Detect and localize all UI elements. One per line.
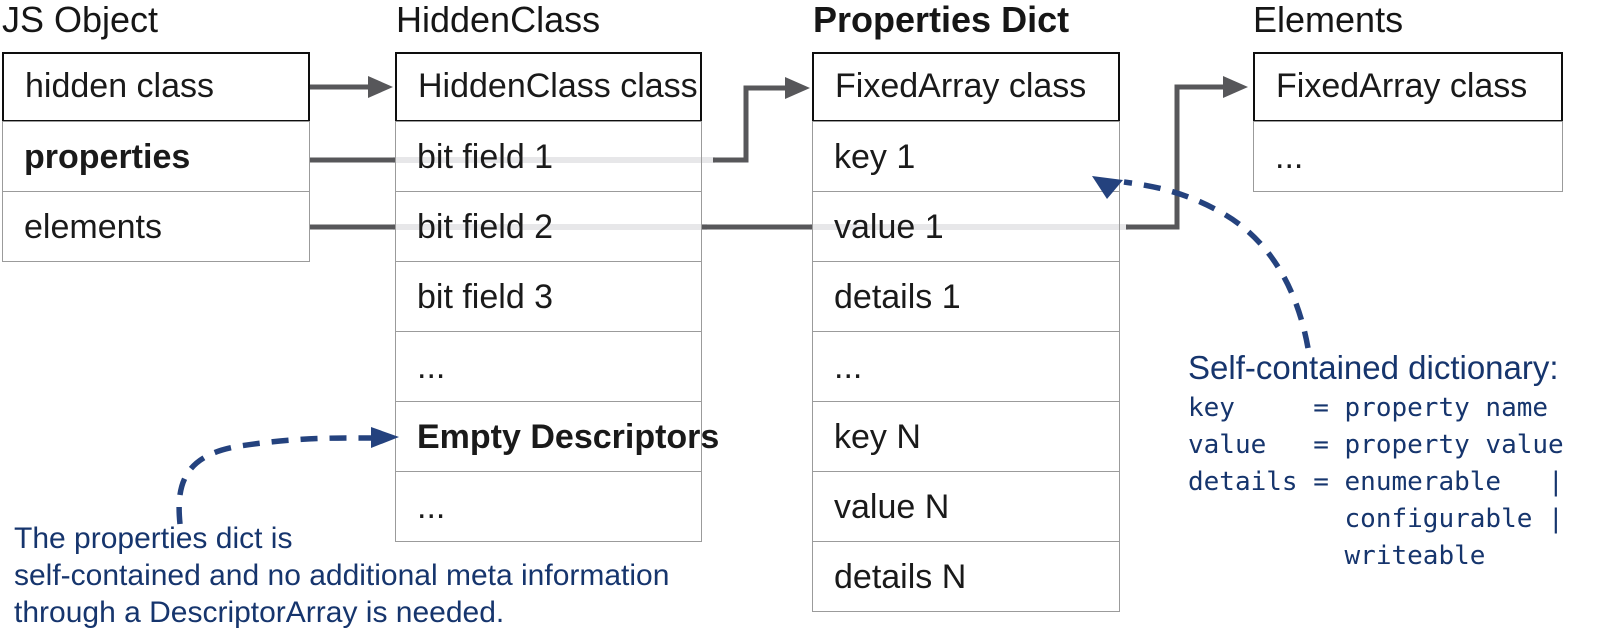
arrow-properties-line-2 — [713, 85, 788, 163]
row-value-n: value N — [812, 470, 1120, 542]
row-details-n: details N — [812, 540, 1120, 612]
arrow-elements-line-3 — [1126, 84, 1226, 230]
row-value-1: value 1 — [812, 190, 1120, 262]
row-bit-field-3: bit field 3 — [395, 260, 702, 332]
row-ellipsis: ... — [395, 330, 702, 402]
row-key-1: key 1 — [812, 120, 1120, 192]
elements-table: FixedArray class ... — [1253, 52, 1563, 192]
code-line-writeable: writeable — [1188, 541, 1486, 571]
code-line-configurable: configurable | — [1188, 504, 1564, 534]
left-note: The properties dict is self-contained an… — [14, 520, 669, 631]
row-fixedarray-class: FixedArray class — [812, 52, 1120, 122]
row-empty-descriptors: Empty Descriptors — [395, 400, 719, 472]
js-object-table: hidden class properties elements — [2, 52, 310, 262]
row-ellipsis: ... — [812, 330, 1120, 402]
pass-line-properties — [393, 157, 715, 163]
elements-title: Elements — [1253, 0, 1404, 40]
pass-line-elements-2 — [810, 224, 1128, 230]
row-key-n: key N — [812, 400, 1120, 472]
right-note-heading: Self-contained dictionary: — [1188, 349, 1559, 386]
row-details-1: details 1 — [812, 260, 1120, 332]
properties-dict-title: Properties Dict — [813, 0, 1070, 40]
pass-line-elements-1 — [393, 224, 707, 230]
row-bit-field-2: bit field 2 — [395, 190, 702, 262]
left-note-line: The properties dict is — [14, 522, 293, 555]
code-line-key: key = property name — [1188, 393, 1549, 423]
properties-dict-table: FixedArray class key 1 value 1 details 1… — [812, 52, 1120, 612]
hiddenclass-table: HiddenClass class bit field 1 bit field … — [395, 52, 719, 542]
right-note-heading-wrap: Self-contained dictionary: — [1188, 349, 1559, 386]
row-ellipsis: ... — [1253, 120, 1563, 192]
row-elements: elements — [2, 190, 310, 262]
row-bit-field-1: bit field 1 — [395, 120, 702, 192]
dashed-arrow-right-note-line — [1123, 179, 1311, 349]
arrow-elements-head-icon — [1223, 76, 1248, 98]
left-note-line: through a DescriptorArray is needed. — [14, 596, 505, 629]
right-note-code: key = property name value = property val… — [1188, 390, 1564, 575]
js-object-title: JS Object — [2, 0, 159, 40]
arrow-hidden-class-head-icon — [368, 76, 393, 98]
left-note-line: self-contained and no additional meta in… — [14, 559, 670, 592]
arrow-properties-head-icon — [785, 77, 810, 99]
code-line-details: details = enumerable | — [1188, 467, 1564, 497]
dashed-arrow-right-note-head-icon — [1092, 176, 1123, 199]
hiddenclass-title: HiddenClass — [396, 0, 601, 40]
row-properties: properties — [2, 120, 310, 192]
dashed-arrow-left-note-line — [176, 435, 372, 525]
dashed-arrow-left-note-head-icon — [371, 427, 399, 448]
code-line-value: value = property value — [1188, 430, 1564, 460]
row-ellipsis: ... — [395, 470, 702, 542]
